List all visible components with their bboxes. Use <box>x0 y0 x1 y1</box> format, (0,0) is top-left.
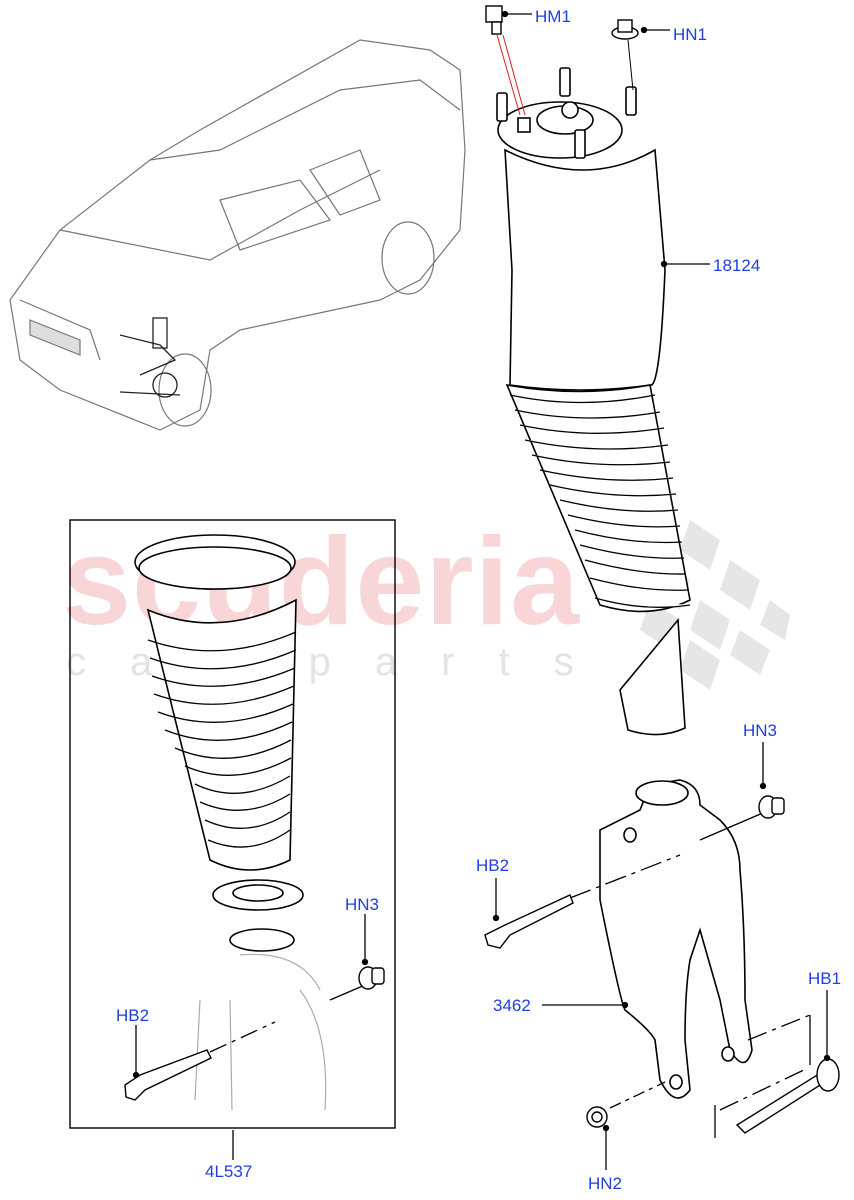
hn3-nut-kit <box>358 966 385 990</box>
kit-box-4l537 <box>69 519 396 1129</box>
hn2-nut <box>586 1106 608 1128</box>
kit-knuckle-ghost <box>194 953 327 1111</box>
hn3-nut-right <box>758 795 785 819</box>
hb1-bolt <box>735 1058 840 1134</box>
air-strut-18124 <box>496 67 691 736</box>
callout-hn1[interactable]: HN1 <box>673 25 708 44</box>
callout-4l537[interactable]: 4L537 <box>205 1162 253 1181</box>
vehicle-overview <box>9 39 466 431</box>
hm1-leader-red <box>496 34 526 116</box>
callout-hb1[interactable]: HB1 <box>808 969 842 988</box>
leader-lines <box>132 10 831 1170</box>
watermark-car-parts: car parts <box>66 640 618 684</box>
hn1-nut <box>611 19 639 40</box>
callout-hb2-right[interactable]: HB2 <box>476 856 510 875</box>
vehicle-strut-highlight <box>119 317 181 398</box>
callout-18124[interactable]: 18124 <box>713 256 761 275</box>
callout-3462[interactable]: 3462 <box>493 996 531 1015</box>
kit-boot <box>134 534 304 952</box>
callout-hb2-kit[interactable]: HB2 <box>116 1006 150 1025</box>
callout-hn3-kit[interactable]: HN3 <box>345 895 380 914</box>
callout-hn2[interactable]: HN2 <box>588 1174 623 1193</box>
callout-hn3-right[interactable]: HN3 <box>743 721 778 740</box>
hb2-bolt-kit <box>124 1049 212 1101</box>
checkered-flag-icon <box>610 520 790 690</box>
hb2-bolt-right <box>484 894 574 949</box>
watermark-scuderia: scuderia <box>62 513 581 651</box>
callout-hm1[interactable]: HM1 <box>535 7 571 26</box>
hm1-fitting <box>485 5 503 35</box>
assembly-lines <box>569 811 811 1138</box>
